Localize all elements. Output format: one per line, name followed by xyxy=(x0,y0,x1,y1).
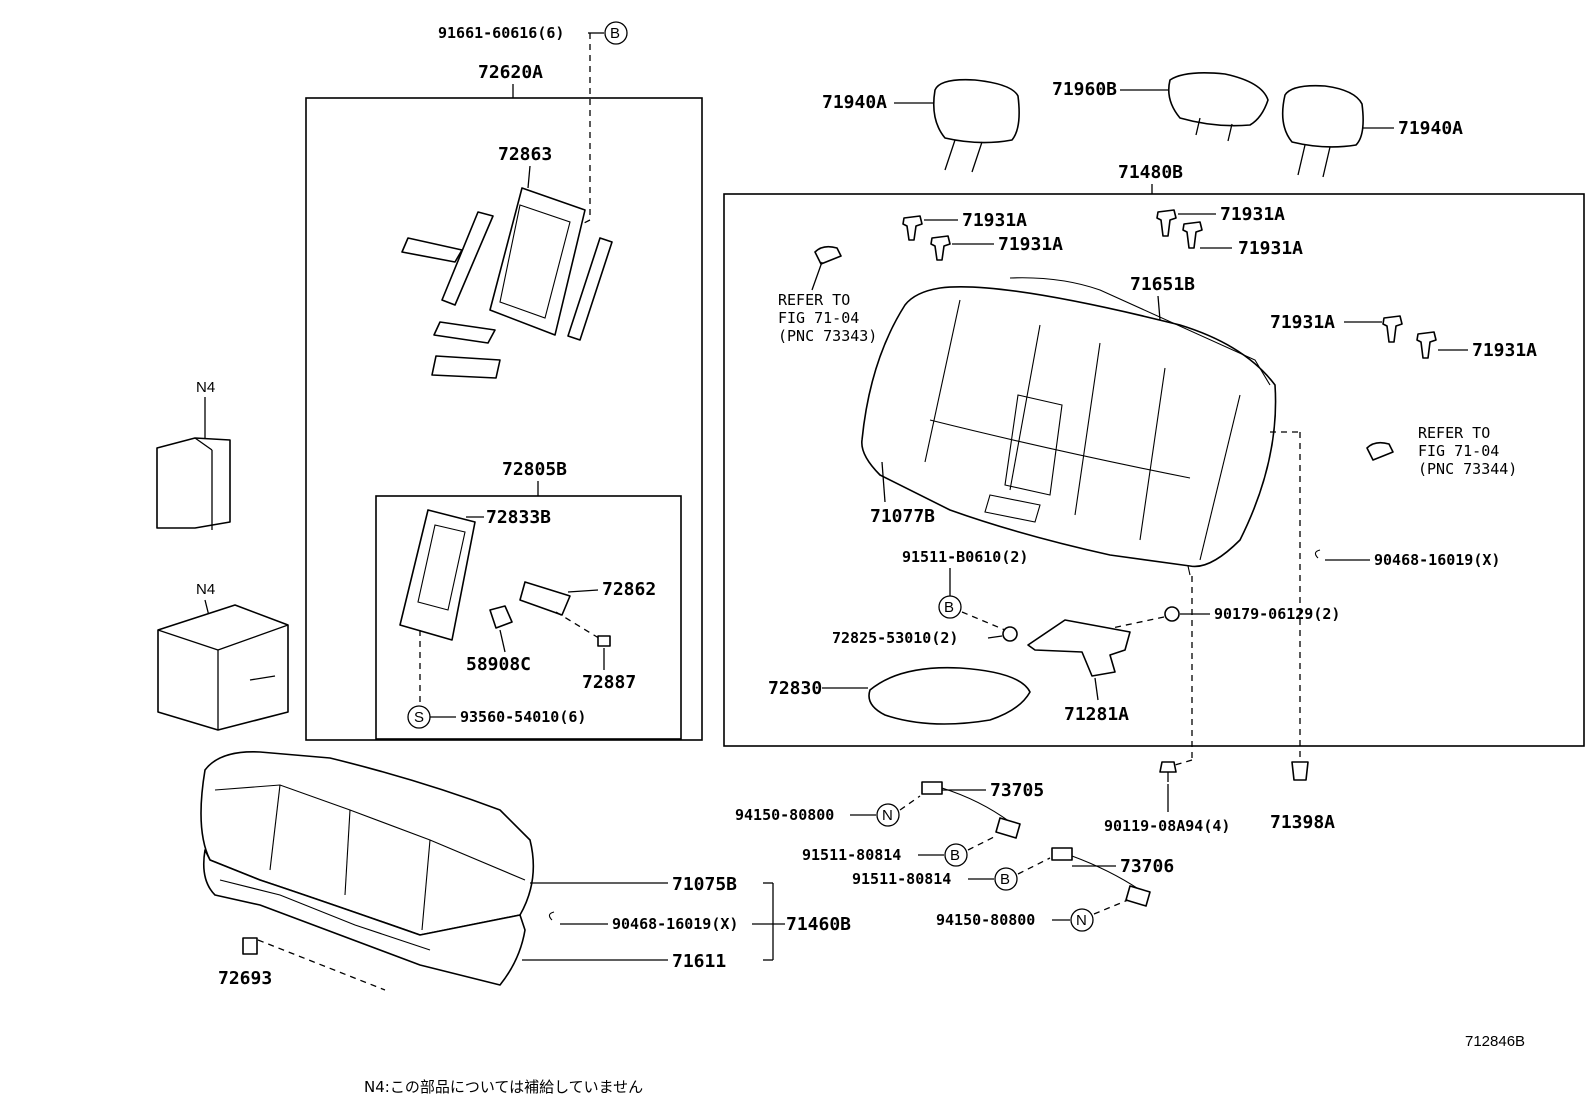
part-73706 xyxy=(1051,847,1151,907)
label-71480B: 71480B xyxy=(1118,162,1183,183)
svg-text:B: B xyxy=(610,25,620,42)
part-90179 xyxy=(1164,606,1180,622)
label-72693: 72693 xyxy=(218,968,272,989)
ref-73344-line1: REFER TO xyxy=(1418,424,1490,442)
part-seat-cushion xyxy=(200,751,535,986)
assembly-box-72620A xyxy=(305,97,703,741)
figure-id: 712846B xyxy=(1465,1033,1525,1050)
label-n4-bottom: N4 xyxy=(196,581,215,598)
part-n4-block-2 xyxy=(157,604,289,731)
label-72862: 72862 xyxy=(602,579,656,600)
label-91511-1: 91511-80814 xyxy=(802,846,901,864)
part-headrest-center xyxy=(1167,72,1269,142)
label-71931A-4: 71931A xyxy=(1238,238,1303,259)
ref-73343-line3: (PNC 73343) xyxy=(778,327,877,345)
label-90119: 90119-08A94(4) xyxy=(1104,817,1230,835)
label-71931A-1: 71931A xyxy=(962,210,1027,231)
label-71931A-3: 71931A xyxy=(1220,204,1285,225)
label-73705: 73705 xyxy=(990,780,1044,801)
label-71398A: 71398A xyxy=(1270,812,1335,833)
label-94150-1: 94150-80800 xyxy=(735,806,834,824)
label-90468-right: 90468-16019(X) xyxy=(1374,551,1500,569)
part-71281A xyxy=(1027,619,1131,677)
part-72833B xyxy=(399,509,476,641)
symbol-b-circle-4 xyxy=(994,867,1018,891)
part-ref-73344 xyxy=(1366,441,1394,461)
ref-73343-line2: FIG 71-04 xyxy=(778,309,859,327)
part-71931A-clip-1 xyxy=(902,215,923,241)
ref-73344-line2: FIG 71-04 xyxy=(1418,442,1499,460)
label-72620A: 72620A xyxy=(478,62,543,83)
label-90468-left: 90468-16019(X) xyxy=(612,915,738,933)
label-71931A-2: 71931A xyxy=(998,234,1063,255)
label-71281A: 71281A xyxy=(1064,704,1129,725)
label-71075B: 71075B xyxy=(672,874,737,895)
part-72863-frame xyxy=(401,187,613,379)
label-71460B: 71460B xyxy=(786,914,851,935)
label-71940A-right: 71940A xyxy=(1398,118,1463,139)
label-71940A-left: 71940A xyxy=(822,92,887,113)
part-72830-armrest xyxy=(868,666,1031,725)
part-71931A-clip-3 xyxy=(1156,209,1177,237)
label-90179: 90179-06129(2) xyxy=(1214,605,1340,623)
label-94150-2: 94150-80800 xyxy=(936,911,1035,929)
label-71931A-5: 71931A xyxy=(1270,312,1335,333)
part-71931A-clip-6 xyxy=(1416,331,1437,359)
label-91661: 91661-60616(6) xyxy=(438,24,564,42)
part-71931A-clip-4 xyxy=(1182,221,1203,249)
label-73706: 73706 xyxy=(1120,856,1174,877)
symbol-b-circle xyxy=(604,21,628,45)
part-72825 xyxy=(1002,626,1018,642)
symbol-b-circle-3 xyxy=(944,843,968,867)
label-58908C: 58908C xyxy=(466,654,531,675)
part-71931A-clip-2 xyxy=(930,235,951,261)
label-71931A-6: 71931A xyxy=(1472,340,1537,361)
part-ref-73343 xyxy=(814,245,842,265)
part-72862 xyxy=(519,581,571,616)
svg-text:B: B xyxy=(950,847,960,864)
part-headrest-right xyxy=(1281,84,1364,178)
label-91511-2: 91511-80814 xyxy=(852,870,951,888)
svg-text:B: B xyxy=(944,599,954,616)
part-n4-block-1 xyxy=(156,437,231,530)
label-91511-B0610: 91511-B0610(2) xyxy=(902,548,1028,566)
part-seatback xyxy=(861,277,1277,576)
part-71931A-clip-5 xyxy=(1382,315,1403,343)
svg-text:B: B xyxy=(1000,871,1010,888)
label-71611: 71611 xyxy=(672,951,726,972)
label-71960B: 71960B xyxy=(1052,79,1117,100)
part-headrest-left xyxy=(932,78,1020,173)
label-72805B: 72805B xyxy=(502,459,567,480)
svg-text:N: N xyxy=(882,807,893,824)
label-71077B: 71077B xyxy=(870,506,935,527)
label-72830: 72830 xyxy=(768,678,822,699)
part-58908C xyxy=(489,605,513,629)
svg-text:N: N xyxy=(1076,912,1087,929)
symbol-b-circle-2 xyxy=(938,595,962,619)
label-72833B: 72833B xyxy=(486,507,551,528)
label-93560: 93560-54010(6) xyxy=(460,708,586,726)
svg-text:S: S xyxy=(414,709,424,726)
ref-73344-line3: (PNC 73344) xyxy=(1418,460,1517,478)
assembly-box-72805B xyxy=(375,495,682,740)
label-72863: 72863 xyxy=(498,144,552,165)
ref-73343-line1: REFER TO xyxy=(778,291,850,309)
assembly-box-71480B xyxy=(723,193,1585,747)
label-72825: 72825-53010(2) xyxy=(832,629,958,647)
part-73705 xyxy=(921,781,1021,839)
footnote-n4: N4:この部品については補給していません xyxy=(364,1078,643,1096)
symbol-n-circle-2 xyxy=(1070,908,1094,932)
label-71651B: 71651B xyxy=(1130,274,1195,295)
symbol-n-circle-1 xyxy=(876,803,900,827)
label-72887: 72887 xyxy=(582,672,636,693)
part-90119 xyxy=(1159,761,1177,782)
label-n4-top: N4 xyxy=(196,379,215,396)
part-71398A xyxy=(1291,761,1309,781)
